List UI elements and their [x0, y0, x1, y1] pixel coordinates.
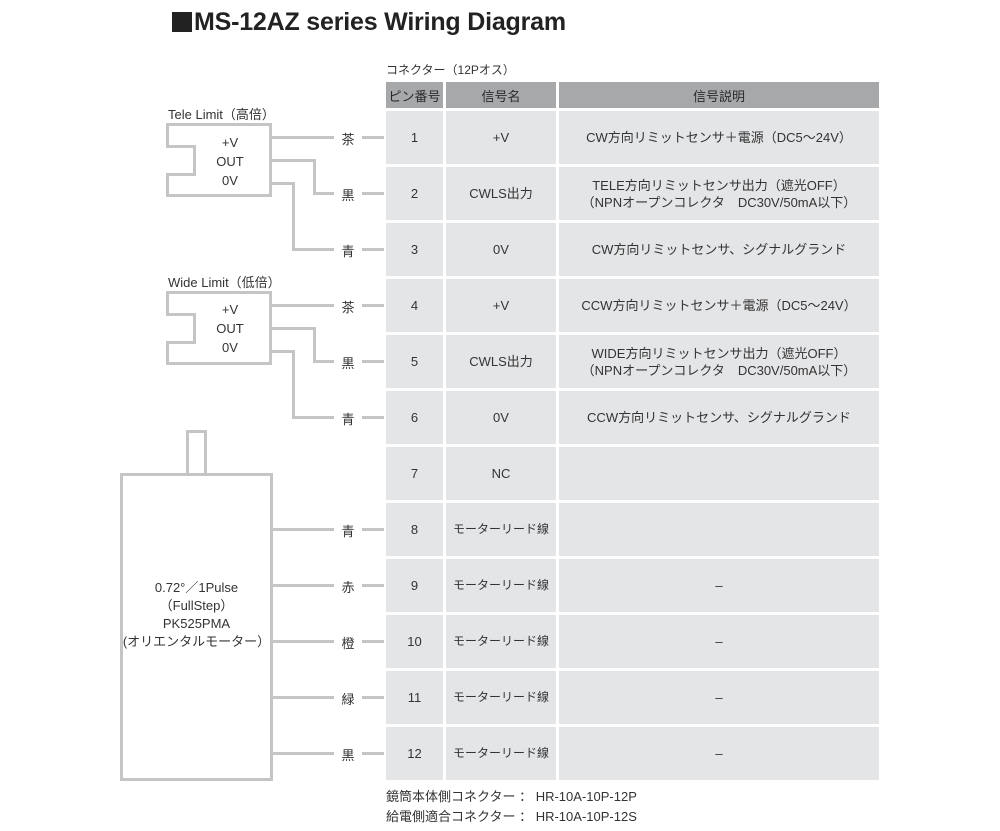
wire-segment	[362, 752, 384, 755]
wire-segment	[292, 182, 295, 251]
header-signal: 信号名	[446, 82, 556, 108]
body-connector-note: 鏡筒本体側コネクター ： HR-10A-10P-12P	[386, 789, 637, 804]
pin-number: 9	[386, 559, 443, 612]
wire-segment	[273, 752, 334, 755]
signal-name: モーターリード線	[446, 615, 556, 668]
signal-description: CCW方向リミットセンサ＋電源（DC5〜24V）	[559, 279, 879, 332]
wire-color-label: 青	[341, 524, 355, 539]
notch-gap	[166, 148, 169, 173]
wire-color-label: 緑	[341, 692, 355, 707]
motor-spec: 0.72°／1Pulse （FullStep） PK525PMA (オリエンタル…	[122, 580, 271, 649]
wire-segment	[313, 327, 316, 363]
wire-color-label: 赤	[341, 580, 355, 595]
signal-name: NC	[446, 447, 556, 500]
wire-segment	[273, 528, 334, 531]
page-title: MS-12AZ series Wiring Diagram	[172, 8, 566, 37]
header-pin: ピン番号	[386, 82, 443, 108]
connector-label: コネクター（12Pオス）	[386, 63, 515, 77]
wire-segment	[362, 360, 384, 363]
signal-name: 0V	[446, 223, 556, 276]
wire-segment	[362, 640, 384, 643]
pin-number: 8	[386, 503, 443, 556]
wire-segment	[362, 528, 384, 531]
signal-description: –	[559, 671, 879, 724]
wire-segment	[272, 327, 316, 330]
tele-limit-label: Tele Limit（高倍）	[168, 107, 275, 122]
wire-color-label: 黒	[341, 356, 355, 371]
wire-segment	[273, 640, 334, 643]
wire-segment	[273, 584, 334, 587]
motor-body	[120, 473, 273, 781]
wire-color-label: 黒	[341, 188, 355, 203]
wire-color-label: 青	[341, 244, 355, 259]
signal-name: +V	[446, 279, 556, 332]
wire-segment	[292, 416, 334, 419]
tele-sensor-box	[166, 123, 272, 197]
signal-name: モーターリード線	[446, 503, 556, 556]
wire-segment	[362, 696, 384, 699]
wire-segment	[272, 182, 295, 185]
signal-description	[559, 503, 879, 556]
wide-sensor-pins: +V OUT 0V	[216, 302, 244, 355]
header-description: 信号説明	[559, 82, 879, 108]
signal-name: モーターリード線	[446, 671, 556, 724]
wire-segment	[292, 350, 295, 419]
wire-segment	[272, 304, 334, 307]
wire-segment	[362, 192, 384, 195]
signal-description: TELE方向リミットセンサ出力（遮光OFF）（NPNオープンコレクタ DC30V…	[559, 167, 879, 220]
pin-number: 1	[386, 111, 443, 164]
pin-number: 12	[386, 727, 443, 780]
pin-number: 11	[386, 671, 443, 724]
motor-shaft	[186, 430, 207, 476]
pin-number: 5	[386, 335, 443, 388]
wire-segment	[273, 696, 334, 699]
signal-description: –	[559, 727, 879, 780]
wire-segment	[272, 159, 316, 162]
signal-name: モーターリード線	[446, 559, 556, 612]
wire-segment	[272, 350, 295, 353]
wire-segment	[362, 248, 384, 251]
signal-name: モーターリード線	[446, 727, 556, 780]
pin-number: 7	[386, 447, 443, 500]
signal-description: CW方向リミットセンサ、シグナルグランド	[559, 223, 879, 276]
pin-number: 3	[386, 223, 443, 276]
wire-color-label: 黒	[341, 748, 355, 763]
wire-segment	[313, 159, 316, 195]
wire-segment	[362, 304, 384, 307]
wire-color-label: 茶	[341, 300, 355, 315]
pin-number: 2	[386, 167, 443, 220]
wire-segment	[362, 136, 384, 139]
pin-number: 6	[386, 391, 443, 444]
signal-name: 0V	[446, 391, 556, 444]
signal-name: +V	[446, 111, 556, 164]
signal-description	[559, 447, 879, 500]
wire-segment	[362, 584, 384, 587]
wire-color-label: 茶	[341, 132, 355, 147]
wide-sensor-notch	[166, 313, 196, 344]
notch-gap	[166, 316, 169, 341]
signal-name: CWLS出力	[446, 335, 556, 388]
pin-number: 10	[386, 615, 443, 668]
wire-color-label: 橙	[341, 636, 355, 651]
signal-description: –	[559, 559, 879, 612]
wire-color-label: 青	[341, 412, 355, 427]
tele-sensor-notch	[166, 145, 196, 176]
tele-sensor-pins: +V OUT 0V	[216, 135, 244, 188]
wire-segment	[272, 136, 334, 139]
wire-segment	[292, 248, 334, 251]
signal-description: CCW方向リミットセンサ、シグナルグランド	[559, 391, 879, 444]
pin-number: 4	[386, 279, 443, 332]
mating-connector-note: 給電側適合コネクター ： HR-10A-10P-12S	[386, 809, 637, 824]
title-square-icon	[172, 12, 192, 32]
wide-limit-label: Wide Limit（低倍）	[168, 275, 281, 290]
wire-segment	[362, 416, 384, 419]
signal-description: CW方向リミットセンサ＋電源（DC5〜24V）	[559, 111, 879, 164]
signal-name: CWLS出力	[446, 167, 556, 220]
signal-description: –	[559, 615, 879, 668]
signal-description: WIDE方向リミットセンサ出力（遮光OFF）（NPNオープンコレクタ DC30V…	[559, 335, 879, 388]
wire-segment	[313, 192, 334, 195]
wire-segment	[313, 360, 334, 363]
